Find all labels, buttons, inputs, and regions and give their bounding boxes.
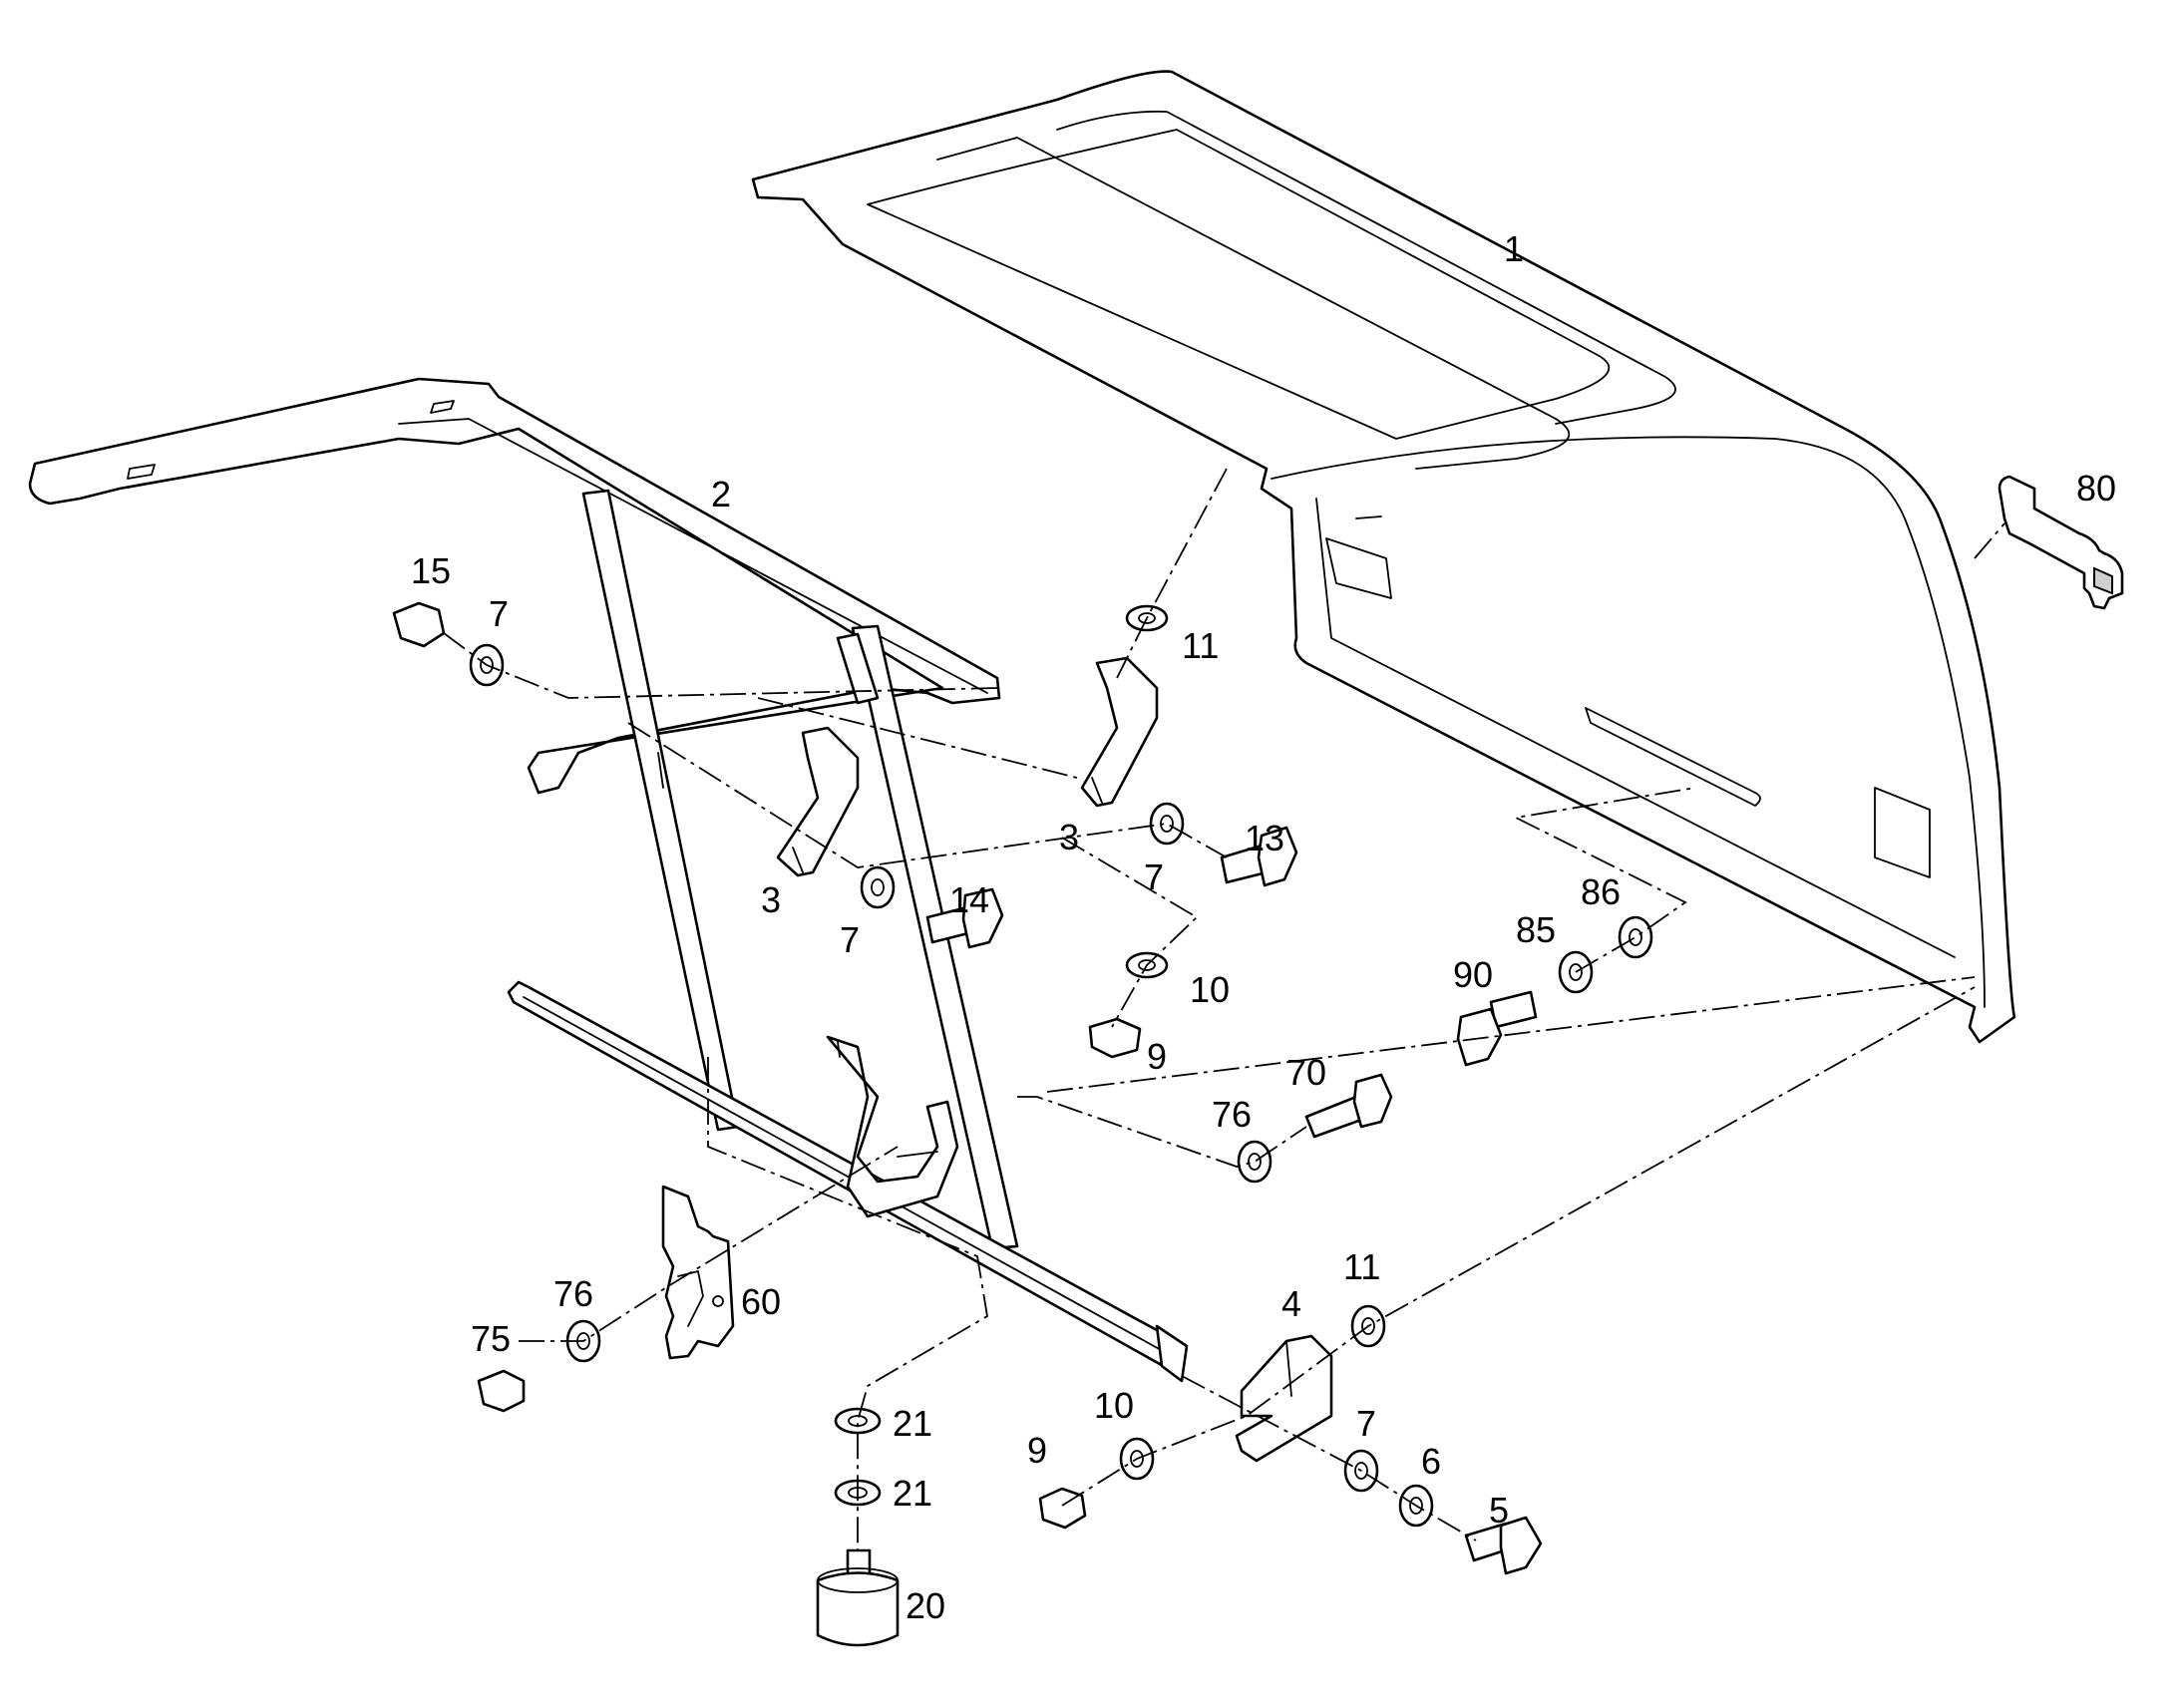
callout-80: 80	[2076, 468, 2116, 509]
washer-86-icon	[1618, 915, 1653, 959]
callout-9: 9	[1147, 1036, 1167, 1077]
washer-76-icon	[1237, 1140, 1272, 1184]
callout-86: 86	[1581, 871, 1621, 912]
washer-7-icon	[1149, 802, 1185, 846]
part-3-clip-lower	[776, 726, 860, 877]
nut-15-icon	[392, 601, 446, 648]
part-60-latch	[661, 1185, 735, 1360]
callout-1: 1	[1504, 228, 1524, 269]
callout-13: 13	[1245, 818, 1284, 858]
callout-70: 70	[1286, 1052, 1326, 1093]
callout-85: 85	[1516, 909, 1556, 950]
callout-11: 11	[1182, 625, 1219, 666]
callouts: 1 2 80 15 7 11 3 13 7 3 14 7 10 9 86 85 …	[411, 228, 2116, 1626]
callout-76: 76	[1212, 1094, 1252, 1135]
callout-76: 76	[553, 1273, 593, 1314]
callout-2: 2	[711, 474, 731, 514]
callout-75: 75	[471, 1318, 511, 1359]
fasteners	[392, 601, 1653, 1647]
callout-6: 6	[1421, 1441, 1441, 1482]
lower-crossmember	[507, 980, 1189, 1383]
part-4-bracket	[1235, 1334, 1333, 1463]
callout-20: 20	[906, 1585, 945, 1626]
callout-7: 7	[489, 593, 509, 634]
callout-21: 21	[893, 1473, 932, 1514]
callout-90: 90	[1453, 954, 1493, 995]
callout-21: 21	[893, 1403, 932, 1444]
callout-10: 10	[1190, 969, 1230, 1010]
callout-10: 10	[1094, 1385, 1134, 1426]
callout-7: 7	[1144, 856, 1164, 897]
callout-3: 3	[1059, 817, 1079, 857]
callout-7: 7	[840, 919, 860, 960]
nut-9-icon	[1088, 1017, 1142, 1059]
callout-3: 3	[761, 879, 781, 920]
callout-15: 15	[411, 550, 451, 591]
part-80-grab-handle	[1998, 475, 2124, 610]
washer-7-icon	[860, 865, 896, 909]
callout-9: 9	[1027, 1430, 1047, 1471]
callout-11: 11	[1343, 1246, 1380, 1287]
callout-7: 7	[1356, 1403, 1376, 1444]
callout-60: 60	[741, 1281, 781, 1322]
part-1-roof-canopy	[751, 70, 2016, 1044]
nut-75-icon	[477, 1369, 526, 1413]
washer-21-icon	[834, 1407, 882, 1435]
callout-4: 4	[1281, 1283, 1301, 1324]
bolt-90-icon	[1489, 990, 1538, 1029]
part-3-clip-upper	[1080, 656, 1159, 808]
callout-5: 5	[1489, 1490, 1509, 1531]
leader-lines	[443, 468, 2005, 1550]
callout-14: 14	[949, 879, 989, 920]
